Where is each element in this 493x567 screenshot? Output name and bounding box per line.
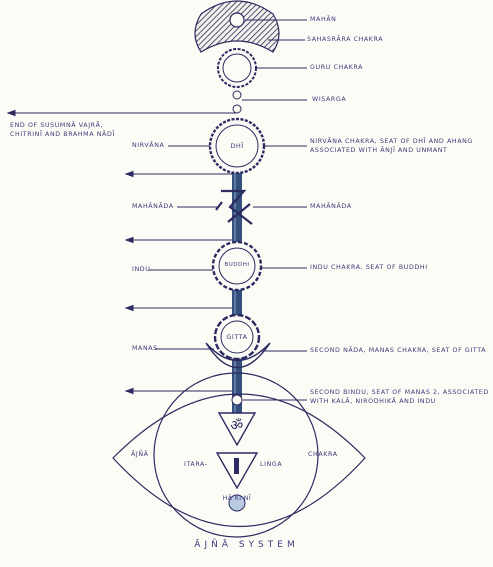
label-mahanada-right: MAHĀNĀDA: [310, 203, 352, 210]
label-wisarga: WISARGA: [312, 96, 347, 103]
label-nirvana-chakra-line2: ASSOCIATED WITH ĀNJĪ AND UNMANT: [310, 147, 448, 154]
nirvana-chakra: [208, 117, 266, 175]
label-indu-left: INDU: [132, 266, 151, 273]
label-end-of-susumna-line2: CHITRINĪ AND BRAHMA NĀDĪ: [10, 131, 115, 138]
upper-triangle: [217, 412, 257, 447]
label-gitta: GITTA: [226, 333, 248, 341]
left-arrows: [6, 109, 236, 395]
sahasrara-crescent: [194, 0, 280, 53]
label-dhi: DHĪ: [230, 142, 244, 150]
label-second-bindu-line2: WITH KALĀ, NIRODHIKĀ AND INDU: [310, 398, 436, 405]
label-manas-left: MANAS: [132, 345, 158, 352]
om-symbol: ॐ: [230, 418, 244, 434]
label-mahanada-left: MAHĀNĀDA: [132, 203, 174, 210]
lower-triangle: [215, 452, 259, 490]
label-buddhi: BUDDHI: [224, 262, 250, 268]
label-second-bindu-line1: SECOND BINDU, SEAT OF MANAS 2, ASSOCIATE…: [310, 389, 489, 396]
central-shaft: [232, 170, 242, 432]
label-mahan: MAHĀN: [310, 16, 337, 23]
label-linga: LIṄGA: [260, 461, 283, 468]
hakini-circle: [228, 494, 246, 512]
ajna-eye: [112, 372, 366, 538]
right-pointer-lines: [242, 19, 307, 401]
label-chakra: CHAKRA: [308, 451, 338, 458]
indu-chakra: [211, 240, 263, 292]
mahanada-symbol: [215, 189, 253, 225]
guru-chakra: [217, 48, 257, 88]
label-hakini: HĀ KI NĪ: [222, 495, 252, 502]
label-end-of-susumna-line1: END OF SUSUMNĀ VAJRĀ,: [10, 122, 104, 129]
left-label-lines: [149, 145, 218, 350]
wisarga-dots: [232, 90, 242, 114]
label-sahasrara-chakra: SAHASRĀRA CHAKRA: [307, 36, 384, 43]
label-second-nada: SECOND NĀDA, MANAS CHAKRA, SEAT OF GITTA: [310, 347, 487, 354]
second-bindu: [231, 394, 243, 406]
label-indu-chakra: INDU CHAKRA, SEAT OF BUDDHI: [310, 264, 428, 271]
label-ajna: ĀJÑĀ: [131, 451, 149, 458]
diagram-caption: ĀJÑĀ SYSTEM: [194, 540, 299, 550]
label-nirvana-chakra-line1: NIRVĀNA CHAKRA, SEAT OF DHĪ AND AHANG: [310, 138, 473, 145]
label-guru-chakra: GURU CHAKRA: [310, 64, 364, 71]
label-nirvana-left: NIRVĀNA: [132, 142, 165, 149]
manas-chakra: [205, 313, 271, 369]
label-itara: ITARA-: [184, 461, 208, 468]
